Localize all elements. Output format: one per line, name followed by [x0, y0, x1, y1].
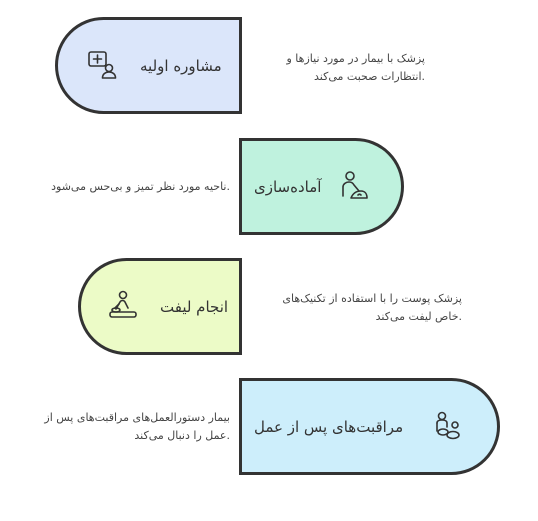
aftercare-icon — [433, 411, 463, 441]
step-4-shape — [239, 378, 500, 475]
step-3-title: انجام لیفت — [160, 298, 229, 316]
step-2-description-line-1: .ناحیه مورد نظر تمیز و بی‌حس می‌شود — [51, 180, 230, 193]
step-3-description-line-2: .خاص لیفت می‌کند — [375, 310, 462, 323]
step-1-description-line-2: .انتظارات صحبت می‌کند — [314, 70, 425, 83]
step-4-description-line-2: .عمل را دنبال می‌کند — [134, 429, 230, 442]
step-1-shape — [55, 17, 242, 114]
step-3-description-line-1: پزشک پوست را با استفاده از تکنیک‌های — [282, 292, 462, 305]
step-4-description: بیمار دستورالعمل‌های مراقبت‌های پس از .ع… — [15, 409, 230, 445]
step-2-title: آماده‌سازی — [254, 178, 322, 196]
step-1-description: پزشک با بیمار در مورد نیازها و .انتظارات… — [250, 50, 426, 86]
step-3-shape — [78, 258, 242, 355]
step-4-description-line-1: بیمار دستورالعمل‌های مراقبت‌های پس از — [44, 411, 230, 424]
step-1-description-line-1: پزشک با بیمار در مورد نیازها و — [286, 52, 426, 65]
step-3-description: پزشک پوست را با استفاده از تکنیک‌های .خا… — [250, 290, 462, 326]
step-4-title: مراقبت‌های پس از عمل — [254, 418, 404, 436]
medical-consultation-icon — [87, 50, 117, 80]
patient-prep-icon — [339, 170, 369, 200]
step-1-title: مشاوره اولیه — [140, 57, 222, 75]
procedure-icon — [108, 290, 138, 320]
step-2-description: .ناحیه مورد نظر تمیز و بی‌حس می‌شود — [15, 178, 230, 196]
step-2-shape — [239, 138, 404, 235]
